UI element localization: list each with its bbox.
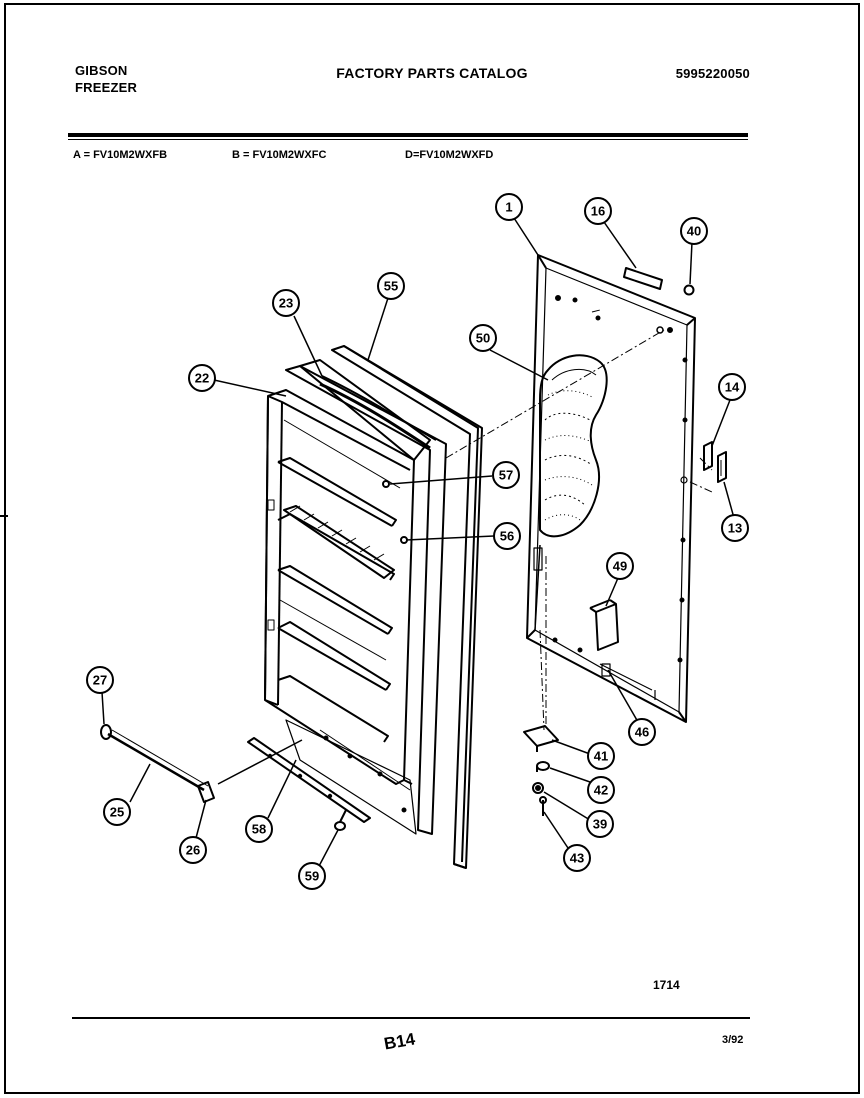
alignment-lines bbox=[445, 309, 713, 731]
pin-43 bbox=[539, 796, 547, 816]
bushing-39 bbox=[532, 782, 544, 794]
model-b: B = FV10M2WXFC bbox=[232, 149, 327, 161]
callout-25: 25 bbox=[110, 805, 124, 820]
screw-59 bbox=[334, 809, 347, 831]
door-stop-rod-25 bbox=[107, 729, 209, 792]
callout-57: 57 bbox=[499, 468, 513, 483]
door-gasket bbox=[331, 345, 483, 869]
model-d: D=FV10M2WXFD bbox=[405, 149, 494, 161]
callout-27: 27 bbox=[93, 673, 107, 688]
page-border bbox=[4, 3, 860, 1094]
callout-23: 23 bbox=[279, 296, 293, 311]
inner-liner bbox=[264, 359, 447, 835]
door-skin bbox=[285, 719, 417, 835]
header-rule-thin bbox=[68, 139, 748, 140]
brand-block: GIBSON FREEZER bbox=[75, 62, 137, 96]
callout-14: 14 bbox=[725, 380, 740, 395]
header-rule-thick bbox=[68, 133, 748, 137]
clip-27 bbox=[100, 724, 112, 740]
footer-rule bbox=[72, 1017, 750, 1019]
hinge-bracket-49 bbox=[589, 599, 619, 651]
callout-16: 16 bbox=[591, 204, 605, 219]
date-code: 3/92 bbox=[722, 1034, 744, 1046]
hinge-41 bbox=[523, 725, 559, 752]
callout-50: 50 bbox=[476, 331, 490, 346]
callout-49: 49 bbox=[613, 559, 627, 574]
catalog-number: 5995220050 bbox=[675, 66, 750, 81]
callout-55: 55 bbox=[384, 279, 398, 294]
screw-40 bbox=[683, 284, 695, 296]
callout-26: 26 bbox=[186, 843, 200, 858]
callout-13: 13 bbox=[728, 521, 742, 536]
handle-13 bbox=[717, 451, 727, 483]
scan-mark bbox=[0, 515, 8, 517]
callout-56: 56 bbox=[500, 529, 514, 544]
callout-42: 42 bbox=[594, 783, 608, 798]
callout-59: 59 bbox=[305, 869, 319, 884]
callout-43: 43 bbox=[570, 851, 584, 866]
callout-40: 40 bbox=[687, 224, 701, 239]
product-type: FREEZER bbox=[75, 80, 138, 95]
door-insulation bbox=[539, 354, 608, 538]
brand-name: GIBSON bbox=[75, 63, 128, 78]
catalog-title: FACTORY PARTS CATALOG bbox=[336, 65, 528, 81]
clip-26 bbox=[197, 781, 215, 803]
washer-42 bbox=[536, 761, 550, 772]
callout-58: 58 bbox=[252, 822, 266, 837]
illustration-code: 1714 bbox=[653, 978, 680, 992]
model-a: A = FV10M2WXFB bbox=[73, 149, 168, 161]
callout-1: 1 bbox=[505, 200, 512, 215]
hinge-cover-16 bbox=[623, 267, 663, 290]
leader-lines bbox=[101, 217, 735, 869]
outer-door-panel bbox=[526, 254, 696, 723]
callout-39: 39 bbox=[593, 817, 607, 832]
callout-41: 41 bbox=[594, 749, 608, 764]
callout-labels: 1 16 40 55 23 50 22 14 57 13 56 49 27 46… bbox=[93, 200, 742, 884]
callout-22: 22 bbox=[195, 371, 209, 386]
callout-46: 46 bbox=[635, 725, 649, 740]
callout-circles bbox=[86, 193, 749, 890]
